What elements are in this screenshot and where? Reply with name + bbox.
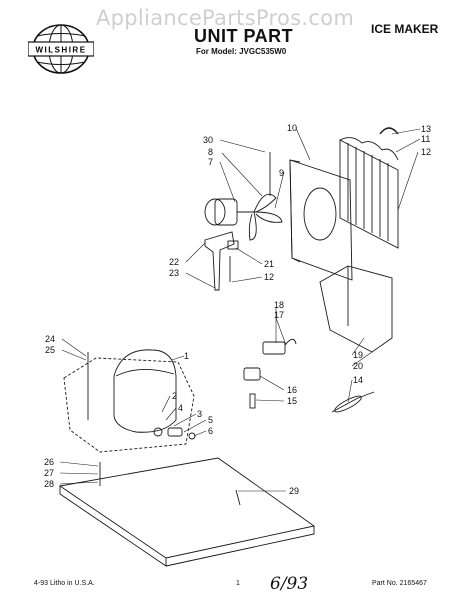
callout-number: 17: [274, 310, 284, 320]
callout-number: 9: [279, 168, 284, 178]
callout-number: 10: [287, 123, 297, 133]
side-panel: [319, 265, 393, 353]
leader-lines: [59, 127, 421, 492]
electrical-components: [243, 338, 297, 409]
callout-number: 18: [274, 300, 284, 310]
fan-motor-assembly: [204, 152, 283, 291]
callout-number: 5: [208, 415, 213, 425]
callout-numbers: 30 8 7 9 10 13 11 12 22 23 21 12 18 17 2…: [44, 123, 431, 496]
callout-number: 4: [178, 403, 183, 413]
compressor-assembly: [63, 349, 196, 453]
callout-number: 15: [287, 396, 297, 406]
callout-number: 27: [44, 468, 54, 478]
page-title: UNIT PART: [194, 26, 294, 46]
handwritten-date: 6/93: [270, 574, 309, 594]
callout-number: 29: [289, 486, 299, 496]
callout-number: 2: [172, 391, 177, 401]
part-number: Part No. 2165467: [372, 580, 427, 587]
base-plate: [58, 457, 316, 567]
callout-number: 30: [203, 135, 213, 145]
callout-number: 21: [264, 259, 274, 269]
print-date: 4-93 Litho in U.S.A.: [34, 580, 95, 587]
callout-number: 26: [44, 457, 54, 467]
callout-number: 22: [169, 257, 179, 267]
product-name: ICE MAKER: [371, 22, 439, 36]
callout-number: 13: [421, 124, 431, 134]
callout-number: 25: [45, 345, 55, 355]
callout-number: 8: [208, 147, 213, 157]
callout-number: 23: [169, 268, 179, 278]
callout-number: 20: [353, 361, 363, 371]
callout-number: 28: [44, 479, 54, 489]
condenser-coil: [339, 127, 399, 249]
callout-number: 19: [353, 350, 363, 360]
callout-number: 11: [421, 134, 430, 144]
drier-tube: [331, 391, 375, 413]
watermark: AppliancePartsPros.com: [96, 6, 355, 30]
callout-number: 12: [421, 147, 431, 157]
callout-number: 24: [45, 334, 55, 344]
callout-number: 12: [264, 272, 274, 282]
callout-number: 14: [353, 375, 363, 385]
model-line: For Model: JVGC535W0: [196, 47, 287, 56]
callout-number: 7: [208, 157, 213, 167]
callout-number: 1: [184, 351, 189, 361]
page-number: 1: [236, 580, 240, 587]
callout-number: 16: [287, 385, 297, 395]
fan-shroud: [289, 159, 353, 281]
callout-number: 3: [197, 409, 202, 419]
callout-number: 6: [208, 426, 213, 436]
wilshire-globe-logo: WILSHIRE: [28, 24, 94, 74]
logo-brand-text: WILSHIRE: [35, 46, 86, 55]
